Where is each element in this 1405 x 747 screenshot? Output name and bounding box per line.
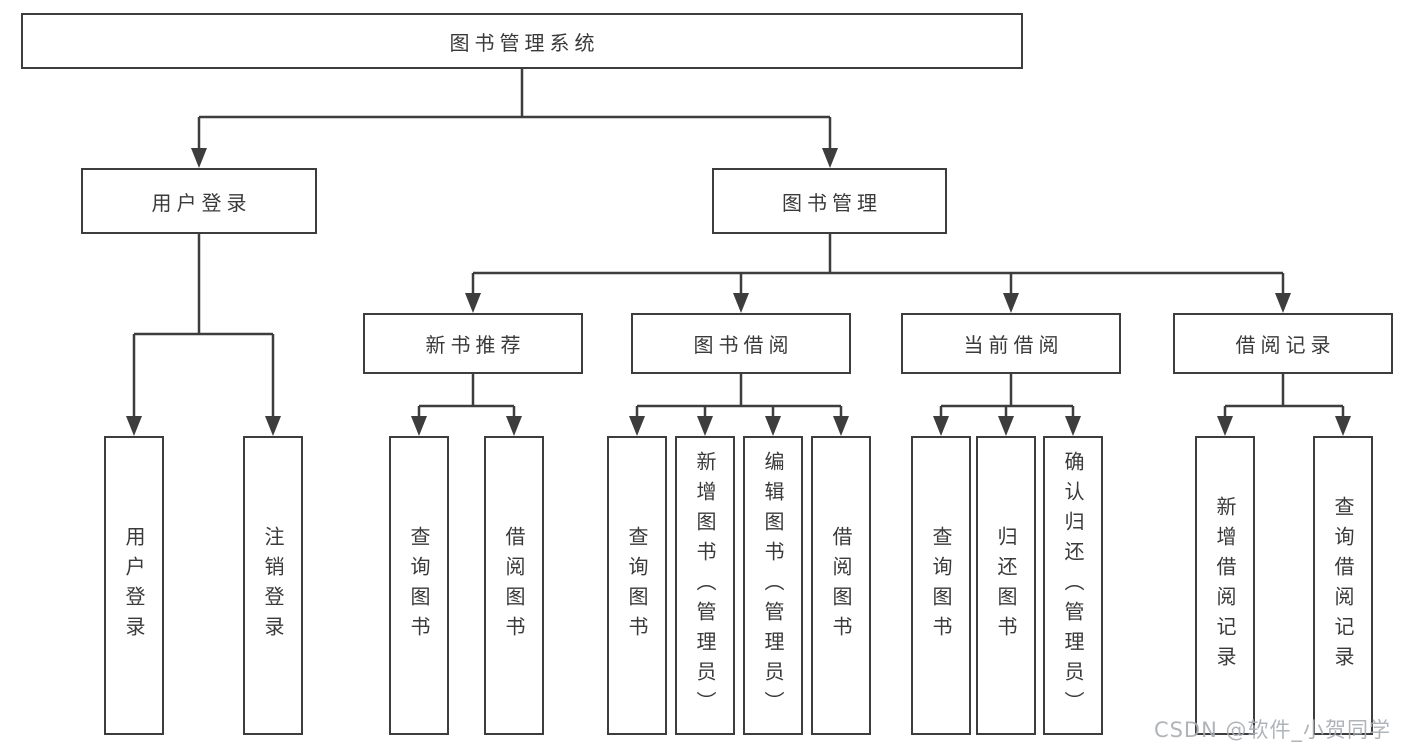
node-book-management: 图书管理 bbox=[712, 168, 947, 234]
node-user-login: 用户登录 bbox=[81, 168, 317, 234]
leaf-label: 查询图书 bbox=[929, 525, 953, 646]
node-label: 新书推荐 bbox=[425, 333, 526, 357]
leaf-add-borrow-record: 新增借阅记录 bbox=[1195, 436, 1255, 735]
leaf-label: 用户登录 bbox=[122, 525, 146, 646]
leaf-confirm-return-admin: 确认归还（管理员） bbox=[1043, 436, 1103, 735]
leaf-label: 借阅图书 bbox=[502, 525, 526, 646]
leaf-logout: 注销登录 bbox=[243, 436, 303, 735]
leaf-label: 查询借阅记录 bbox=[1331, 495, 1355, 676]
node-book-borrow: 图书借阅 bbox=[631, 313, 851, 374]
leaf-query-book-current: 查询图书 bbox=[911, 436, 971, 735]
node-label: 图书管理 bbox=[782, 190, 882, 215]
leaf-label: 新增借阅记录 bbox=[1213, 495, 1237, 676]
leaf-label: 借阅图书 bbox=[829, 525, 853, 646]
leaf-edit-book-admin: 编辑图书（管理员） bbox=[743, 436, 803, 735]
leaf-label: 归还图书 bbox=[994, 525, 1018, 646]
leaf-label: 注销登录 bbox=[261, 525, 285, 646]
leaf-borrow-book: 借阅图书 bbox=[811, 436, 871, 735]
node-label: 用户登录 bbox=[151, 190, 252, 215]
leaf-user-login: 用户登录 bbox=[104, 436, 164, 735]
node-label: 图书借阅 bbox=[693, 333, 794, 357]
node-new-book-recommend: 新书推荐 bbox=[363, 313, 583, 374]
leaf-query-book-recommend: 查询图书 bbox=[389, 436, 449, 735]
node-current-borrow: 当前借阅 bbox=[901, 313, 1121, 374]
node-root-system: 图书管理系统 bbox=[21, 13, 1023, 69]
leaf-label: 新增图书（管理员） bbox=[693, 450, 717, 721]
node-label: 当前借阅 bbox=[963, 333, 1064, 357]
leaf-borrow-book-recommend: 借阅图书 bbox=[484, 436, 544, 735]
leaf-label: 查询图书 bbox=[407, 525, 431, 646]
leaf-label: 查询图书 bbox=[625, 525, 649, 646]
node-borrow-records: 借阅记录 bbox=[1173, 313, 1393, 374]
leaf-return-book: 归还图书 bbox=[976, 436, 1036, 735]
leaf-add-book-admin: 新增图书（管理员） bbox=[675, 436, 735, 735]
node-label: 借阅记录 bbox=[1235, 333, 1336, 357]
node-label: 图书管理系统 bbox=[449, 30, 600, 55]
leaf-query-borrow-record: 查询借阅记录 bbox=[1313, 436, 1373, 735]
leaf-label: 确认归还（管理员） bbox=[1061, 450, 1085, 721]
leaf-query-book-borrow: 查询图书 bbox=[607, 436, 667, 735]
leaf-label: 编辑图书（管理员） bbox=[761, 450, 785, 721]
